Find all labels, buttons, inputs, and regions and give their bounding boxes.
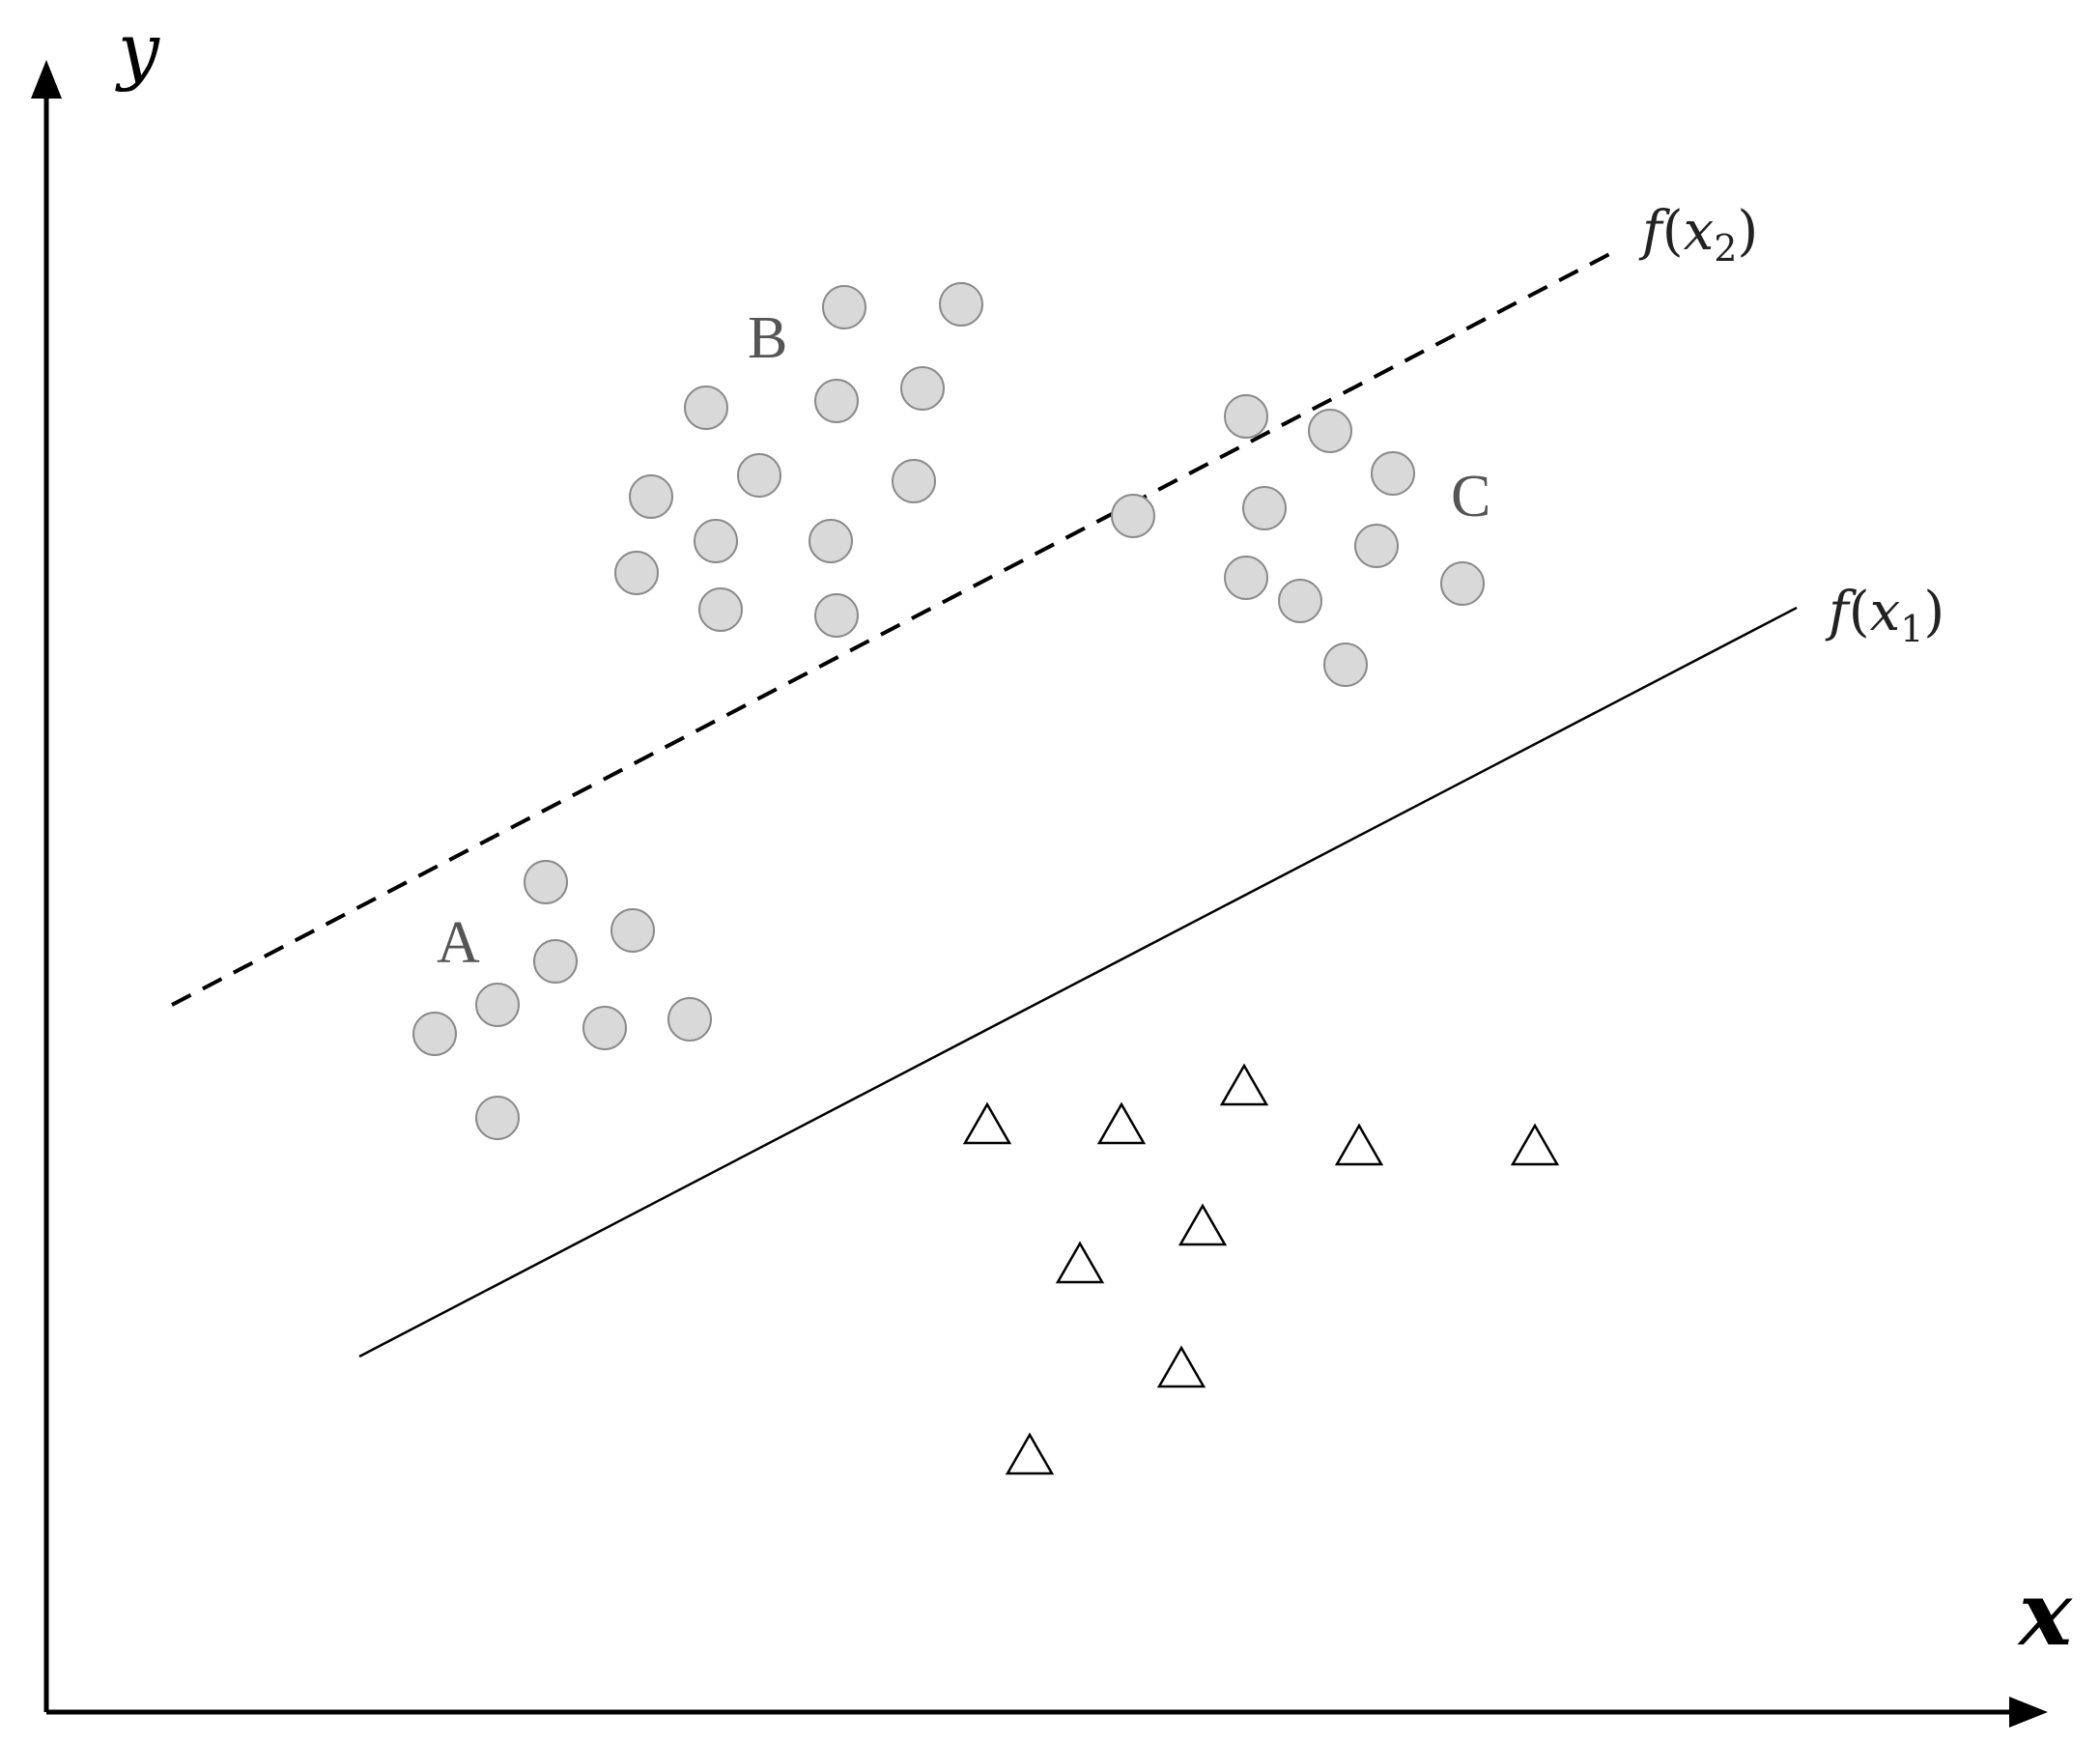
circle-marker bbox=[582, 1006, 627, 1050]
circle-marker bbox=[737, 453, 781, 498]
line-f-x1-solid bbox=[358, 606, 1798, 1358]
circle-marker bbox=[475, 983, 520, 1027]
circle-marker bbox=[667, 997, 712, 1042]
circle-marker bbox=[533, 939, 578, 984]
label-f-x1-var: x bbox=[1870, 581, 1901, 643]
triangle-marker bbox=[1156, 1345, 1206, 1388]
circle-marker bbox=[694, 519, 738, 563]
cluster-label-a: A bbox=[437, 910, 480, 976]
circle-marker bbox=[814, 593, 859, 638]
circle-marker bbox=[1323, 643, 1368, 687]
triangle-marker bbox=[1055, 1241, 1105, 1284]
circle-markers bbox=[412, 282, 1485, 1140]
y-axis-arrowhead bbox=[31, 60, 62, 99]
label-f-x1: f(x1) bbox=[1825, 581, 1944, 650]
circle-marker bbox=[1308, 409, 1352, 453]
triangle-marker bbox=[1096, 1101, 1147, 1145]
label-f-x2: f(x2) bbox=[1638, 200, 1758, 270]
circle-marker bbox=[1224, 394, 1268, 439]
circle-marker bbox=[1278, 579, 1322, 623]
label-f-x2-var: x bbox=[1684, 200, 1715, 263]
cluster-label-c: C bbox=[1451, 464, 1490, 529]
circle-marker bbox=[892, 459, 936, 503]
circle-marker bbox=[524, 860, 568, 904]
axes: y x bbox=[31, 7, 2073, 1728]
circle-marker bbox=[809, 519, 853, 563]
circle-marker bbox=[629, 474, 673, 519]
triangle-marker bbox=[1510, 1123, 1560, 1166]
circle-marker bbox=[939, 282, 983, 327]
paren-open-x1: ( bbox=[1849, 581, 1870, 643]
circle-marker bbox=[610, 908, 655, 953]
y-axis-label: y bbox=[115, 7, 160, 93]
triangle-marker bbox=[962, 1101, 1012, 1145]
cluster-label-b: B bbox=[748, 305, 787, 371]
label-f-x1-sub: 1 bbox=[1900, 608, 1923, 650]
paren-close-x2: ) bbox=[1737, 200, 1758, 263]
circle-marker bbox=[1354, 524, 1399, 568]
circle-marker bbox=[698, 587, 743, 632]
circle-marker bbox=[900, 366, 945, 411]
x-axis-label: x bbox=[2017, 1561, 2073, 1666]
circle-marker bbox=[684, 386, 728, 430]
circle-marker bbox=[1371, 451, 1415, 496]
triangle-marker bbox=[1334, 1123, 1384, 1166]
label-f-x2-sub: 2 bbox=[1714, 227, 1737, 270]
circle-marker bbox=[822, 285, 866, 329]
x-axis-arrowhead bbox=[2009, 1697, 2048, 1728]
circle-marker bbox=[1440, 561, 1485, 606]
triangle-marker bbox=[1219, 1063, 1269, 1106]
circle-marker bbox=[475, 1096, 520, 1140]
paren-open-x2: ( bbox=[1662, 200, 1684, 263]
circle-marker bbox=[614, 551, 659, 595]
paren-close-x1: ) bbox=[1923, 581, 1944, 643]
line-f-x2-dashed bbox=[171, 249, 1616, 1007]
triangle-marker bbox=[1005, 1432, 1055, 1475]
circle-marker bbox=[1224, 556, 1268, 600]
circle-marker bbox=[412, 1012, 457, 1056]
triangle-markers bbox=[962, 1063, 1560, 1475]
circle-marker bbox=[814, 379, 859, 423]
triangle-marker bbox=[1178, 1203, 1228, 1246]
circle-marker bbox=[1111, 494, 1155, 538]
circle-marker bbox=[1242, 486, 1287, 530]
